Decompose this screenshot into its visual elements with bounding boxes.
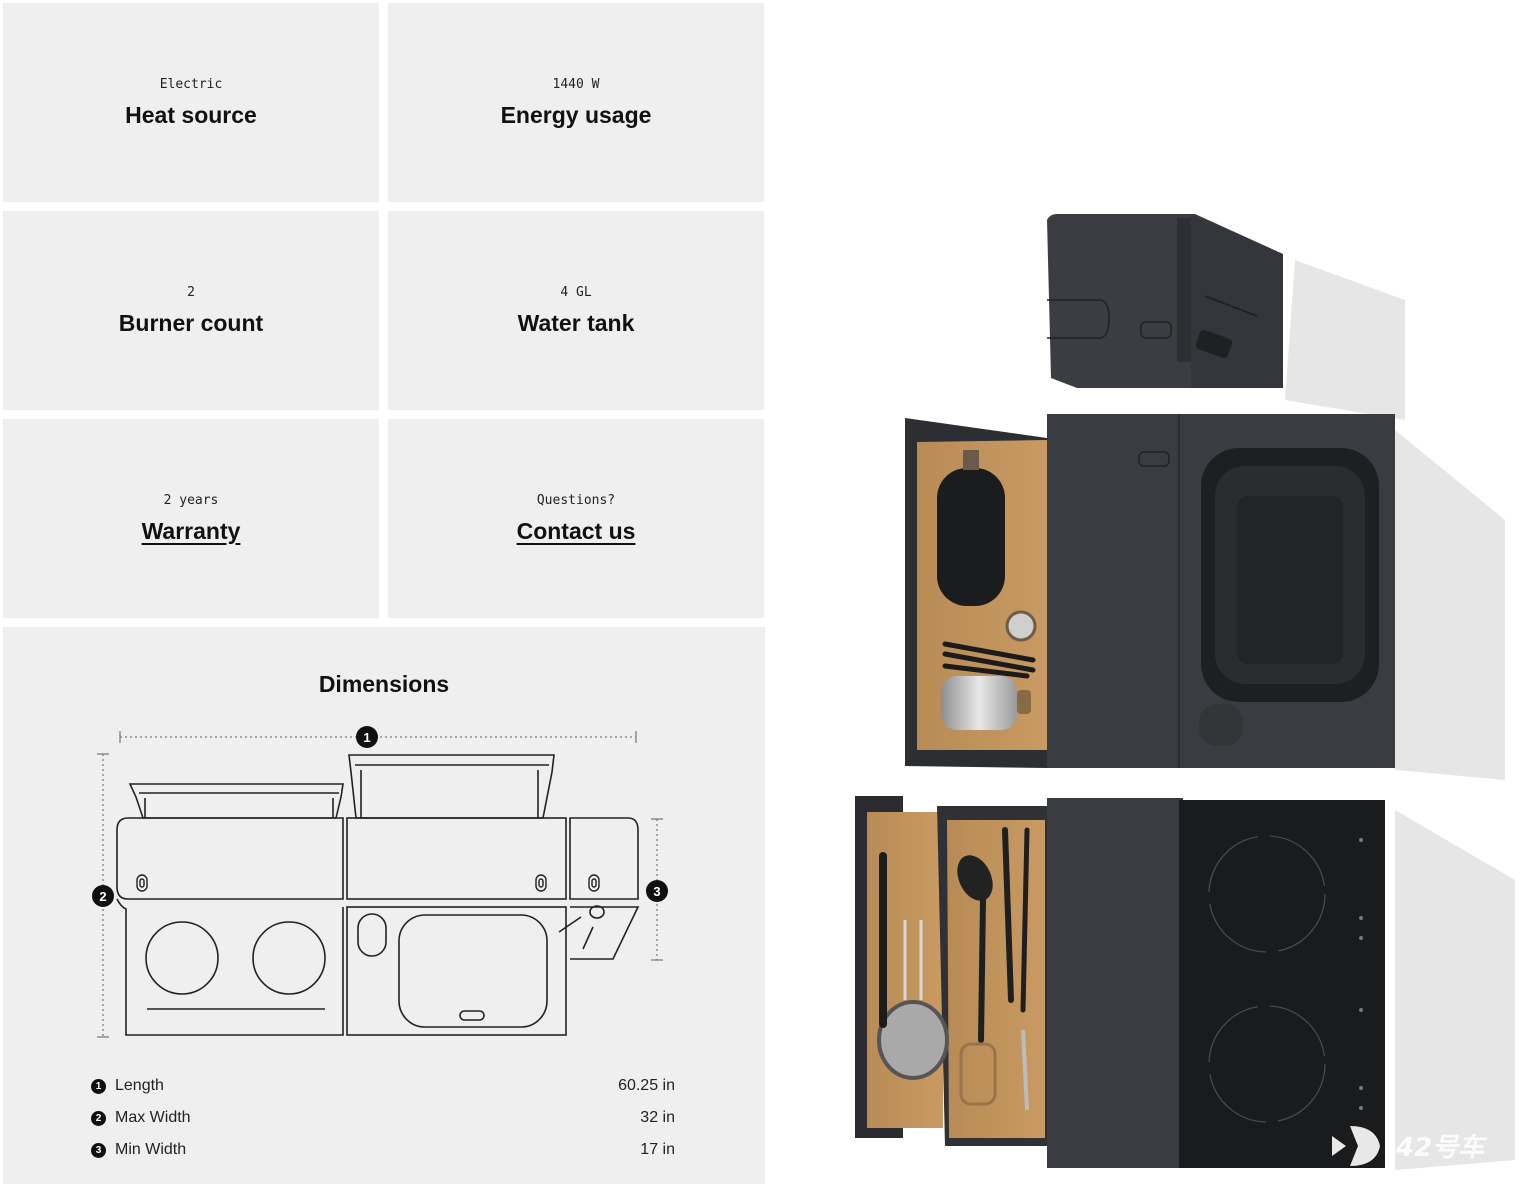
spec-value: 2 years [163, 492, 219, 508]
cooktop-module [855, 796, 1385, 1168]
spec-value: 4 GL [560, 284, 592, 300]
legend-badge: 3 [91, 1142, 106, 1158]
badge-max-width-number: 2 [99, 889, 106, 904]
badge-max-width-icon [92, 885, 114, 907]
contact-us-link[interactable]: Contact us [516, 517, 636, 544]
dimension-value: 17 in [640, 1141, 675, 1158]
spec-tile-contact: Questions? Contact us [388, 419, 764, 618]
badge-length-icon [356, 726, 378, 748]
dimension-value: 60.25 in [618, 1077, 675, 1094]
spec-tile-energy-usage: 1440 W Energy usage [388, 3, 764, 202]
spec-value: 2 [187, 284, 195, 300]
dimension-row-min-width: 3 Min Width 17 in [91, 1134, 675, 1166]
badge-min-width-number: 3 [653, 884, 660, 899]
spec-label: Water tank [517, 309, 635, 336]
dimensions-panel: Dimensions [3, 627, 765, 1184]
warranty-link[interactable]: Warranty [141, 517, 241, 544]
spec-label: Heat source [125, 101, 257, 128]
top-storage-box [1047, 214, 1283, 388]
badge-min-width-icon [646, 880, 668, 902]
dimension-name: Min Width [115, 1141, 187, 1158]
spec-value: Questions? [536, 492, 616, 508]
watermark-arrow-icon [1332, 1136, 1346, 1156]
dimensions-diagram: 1 2 3 [92, 726, 668, 1038]
spec-label: Energy usage [500, 101, 652, 128]
badge-length-number: 1 [363, 730, 370, 745]
spec-tile-heat-source: Electric Heat source [3, 3, 379, 202]
spec-label: Burner count [118, 309, 264, 336]
spec-value: 1440 W [552, 76, 600, 92]
dimension-name: Max Width [115, 1109, 191, 1126]
sink-module [905, 414, 1395, 768]
watermark-logo: 42号车 [1332, 1126, 1488, 1166]
spec-tile-warranty: 2 years Warranty [3, 419, 379, 618]
dimension-row-max-width: 2 Max Width 32 in [91, 1102, 675, 1134]
dimensions-title: Dimensions [318, 671, 450, 697]
watermark-shield-icon [1350, 1126, 1380, 1166]
dimensions-legend: 1 Length 60.25 in 2 Max Width 32 in 3 Mi… [91, 1070, 675, 1166]
watermark-text: 42号车 [1395, 1133, 1488, 1163]
legend-badge: 1 [91, 1078, 106, 1094]
dimension-value: 32 in [640, 1109, 675, 1126]
dimension-row-length: 1 Length 60.25 in [91, 1070, 675, 1102]
legend-badge: 2 [91, 1110, 106, 1126]
spec-tile-water-tank: 4 GL Water tank [388, 211, 764, 410]
spec-tile-burner-count: 2 Burner count [3, 211, 379, 410]
product-photo [855, 214, 1515, 1170]
spec-value: Electric [159, 76, 223, 92]
dimension-name: Length [115, 1077, 164, 1094]
